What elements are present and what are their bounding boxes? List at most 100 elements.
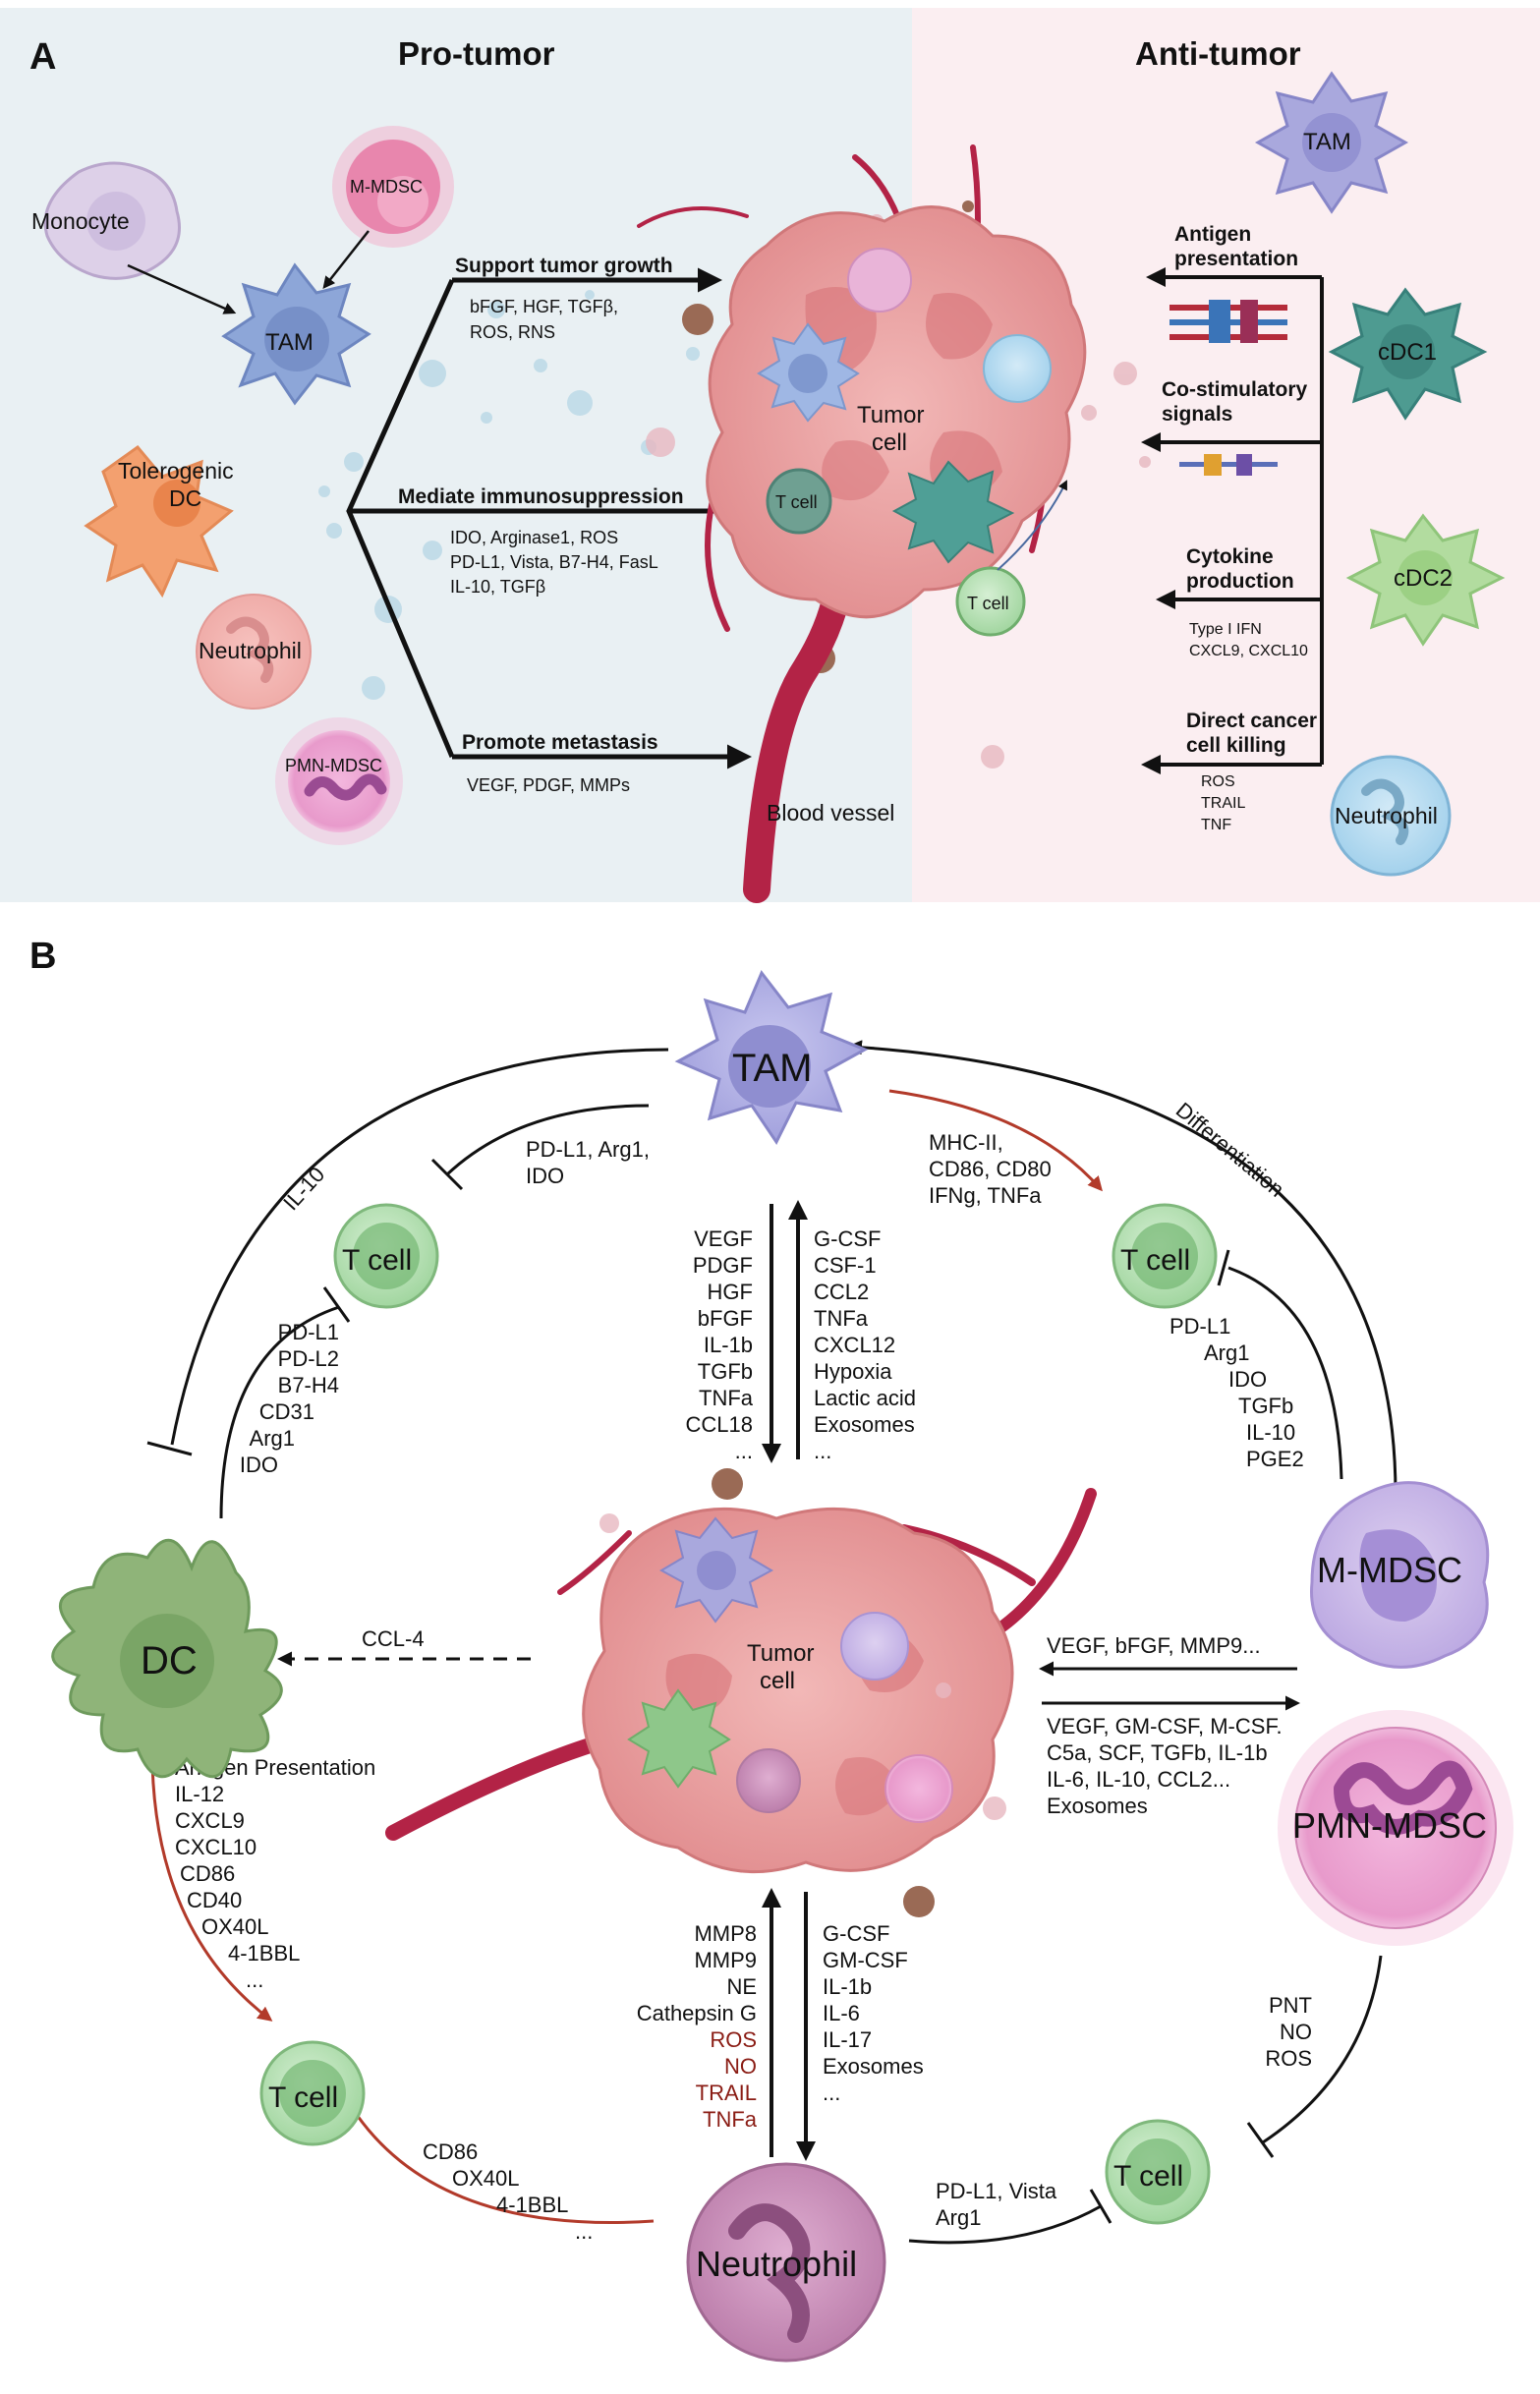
mmdsc-to-tam-differentiation-arc <box>847 1040 1397 1495</box>
killing-line-2: TRAIL <box>1201 795 1245 812</box>
differentiation-label: Differentiation <box>1171 1098 1289 1202</box>
neutrophil-b-label: Neutrophil <box>696 2244 857 2284</box>
mmdsc-tcell-5: IL-10 <box>1246 1420 1295 1445</box>
tumor-up-3: CCL2 <box>814 1280 869 1304</box>
tam-tcell-left-line-2: IDO <box>526 1164 564 1188</box>
tumor-to-mdsc-list: VEGF, GM-CSF, M-CSF. C5a, SCF, TGFb, IL-… <box>1047 1714 1283 1818</box>
tumor-down-7: ... <box>823 2080 840 2105</box>
pmn-mdsc-label-a: PMN-MDSC <box>285 756 382 775</box>
support-growth-title: Support tumor growth <box>455 255 673 277</box>
antigen-presentation-title-1: Antigen <box>1174 223 1251 246</box>
neut-tcell-left-1: CD86 <box>423 2139 478 2164</box>
anti-tumor-heading: Anti-tumor <box>1135 35 1301 72</box>
panel-a: A Pro-tumor Anti-tumor Monocyte M-MDSC <box>0 8 1540 903</box>
panel-b-label: B <box>29 936 56 977</box>
dc-tcell-bottom-3: CXCL9 <box>175 1808 245 1833</box>
neut-up-5: ROS <box>710 2027 757 2052</box>
neut-tcell-left-2: OX40L <box>452 2166 520 2191</box>
tumor-down-3: IL-1b <box>823 1974 872 1999</box>
pro-tumor-heading: Pro-tumor <box>398 35 555 72</box>
antigen-presentation-title-2: presentation <box>1174 248 1298 270</box>
tam-down-1: VEGF <box>694 1226 753 1251</box>
immunosuppression-line-1: IDO, Arginase1, ROS <box>450 528 618 547</box>
dc-tcell-bottom-7: OX40L <box>201 1914 269 1939</box>
costim-title-1: Co-stimulatory <box>1162 378 1308 401</box>
cytokine-line-2: CXCL9, CXCL10 <box>1189 643 1308 659</box>
neut-up-6: NO <box>724 2054 757 2079</box>
neut-tcell-right-1: PD-L1, Vista <box>936 2179 1057 2203</box>
killing-title-2: cell killing <box>1186 734 1286 757</box>
cytokine-title-2: production <box>1186 570 1294 593</box>
tcell-b-bottom-right-label: T cell <box>1113 2160 1183 2193</box>
tumor-up-6: Hypoxia <box>814 1359 892 1384</box>
tam-tcell-right-line-1: MHC-II, <box>929 1130 1003 1155</box>
mmdsc-tcell-4: TGFb <box>1238 1394 1293 1418</box>
neutrophil-label-a: Neutrophil <box>199 638 302 663</box>
tam-tcell-left-line-1: PD-L1, Arg1, <box>526 1137 650 1162</box>
tam-down-9: ... <box>735 1439 753 1463</box>
tam-cell-a: TAM <box>221 262 371 406</box>
dc-to-tcell-bottom-arc <box>150 1734 273 2022</box>
tcell-b-top-right-label: T cell <box>1120 1244 1190 1277</box>
support-growth-line-2: ROS, RNS <box>470 322 555 342</box>
dc-to-tcell-top-arc <box>219 1305 340 1519</box>
tumor-down-2: GM-CSF <box>823 1948 908 1972</box>
costim-title-2: signals <box>1162 403 1232 426</box>
cdc2-cell: cDC2 <box>1345 513 1506 647</box>
tumor-down-neut-list: G-CSF GM-CSF IL-1b IL-6 IL-17 Exosomes .… <box>823 1921 924 2105</box>
neut-to-tcell-right-arc <box>908 2204 1102 2245</box>
tam-down-5: IL-1b <box>704 1333 753 1357</box>
metastasis-line-1: VEGF, PDGF, MMPs <box>467 775 630 795</box>
blood-vessel-label-a: Blood vessel <box>767 800 894 826</box>
mhc-receptor-icons <box>1169 300 1287 476</box>
tcell-a-2: T cell <box>955 566 1026 637</box>
tcell-b-bottom-left-label: T cell <box>268 2081 338 2114</box>
anti-tumor-arrows <box>1141 267 1324 774</box>
neut-up-list: MMP8 MMP9 NE Cathepsin G ROS NO TRAIL TN… <box>637 1921 758 2132</box>
pmn-mdsc-b-label: PMN-MDSC <box>1292 1805 1487 1846</box>
tumor-up-7: Lactic acid <box>814 1386 916 1410</box>
cdc1-in-tumor-a <box>891 460 1015 564</box>
tam-to-tcell-right-arc <box>888 1089 1103 1192</box>
pmn-tcell-1: PNT <box>1269 1993 1312 2018</box>
dc-tcell-top-2: PD-L2 <box>278 1346 339 1371</box>
neutrophil-cell-a: Neutrophil <box>196 594 312 710</box>
tolerogenic-dc-cell: Tolerogenic DC <box>84 444 234 598</box>
tam-down-7: TNFa <box>699 1386 754 1410</box>
immunosuppression-line-2: PD-L1, Vista, B7-H4, FasL <box>450 552 658 572</box>
dc-tcell-top-bar <box>322 1286 351 1323</box>
dc-tcell-bottom-9: ... <box>246 1967 263 1992</box>
dc-tcell-bottom-5: CD86 <box>180 1861 235 1886</box>
dc-tcell-top-6: IDO <box>240 1453 278 1477</box>
tolerogenic-label-1: Tolerogenic <box>118 458 234 484</box>
il10-label: IL-10 <box>278 1162 329 1215</box>
neut-up-2: MMP9 <box>694 1948 757 1972</box>
tam-to-tcell-left-arc <box>445 1104 650 1176</box>
mmdsc-tcell-3: IDO <box>1228 1367 1267 1392</box>
monocyte-to-tam-arrow <box>127 263 237 314</box>
neut-tcell-right-2: Arg1 <box>936 2205 981 2230</box>
dc-tcell-bottom-6: CD40 <box>187 1888 242 1912</box>
tumor-mdsc-2: C5a, SCF, TGFb, IL-1b <box>1047 1740 1268 1765</box>
pink-particles-b <box>599 1513 1006 1820</box>
tcell-b-bottom-left: T cell <box>259 2040 366 2146</box>
pmn-tcell-3: ROS <box>1265 2046 1312 2071</box>
immunosuppression-line-3: IL-10, TGFβ <box>450 577 545 597</box>
neut-up-3: NE <box>726 1974 757 1999</box>
cytokine-curve-arrow <box>997 480 1067 571</box>
dc-tcell-top-1: PD-L1 <box>278 1320 339 1344</box>
m-mdsc-b-label: M-MDSC <box>1317 1550 1462 1590</box>
tam-tcell-right-line-3: IFNg, TNFa <box>929 1183 1042 1208</box>
monocyte-cell: Monocyte <box>31 161 181 280</box>
tam-cell-b: TAM <box>674 970 869 1145</box>
m-mdsc-cell-b: M-MDSC <box>1310 1481 1490 1669</box>
panel-a-label: A <box>29 36 56 78</box>
tam-cell-right: TAM <box>1254 71 1409 214</box>
dc-tcell-bottom-8: 4-1BBL <box>228 1941 300 1966</box>
dc-tcell-bottom-list: Antigen Presentation IL-12 CXCL9 CXCL10 … <box>175 1755 375 1992</box>
pmn-to-tcell-arc <box>1262 1955 1383 2144</box>
tumor-mass-b: Tumor cell <box>582 1507 1014 1874</box>
ccl4-label: CCL-4 <box>362 1626 425 1651</box>
cytokine-line-1: Type I IFN <box>1189 621 1262 638</box>
